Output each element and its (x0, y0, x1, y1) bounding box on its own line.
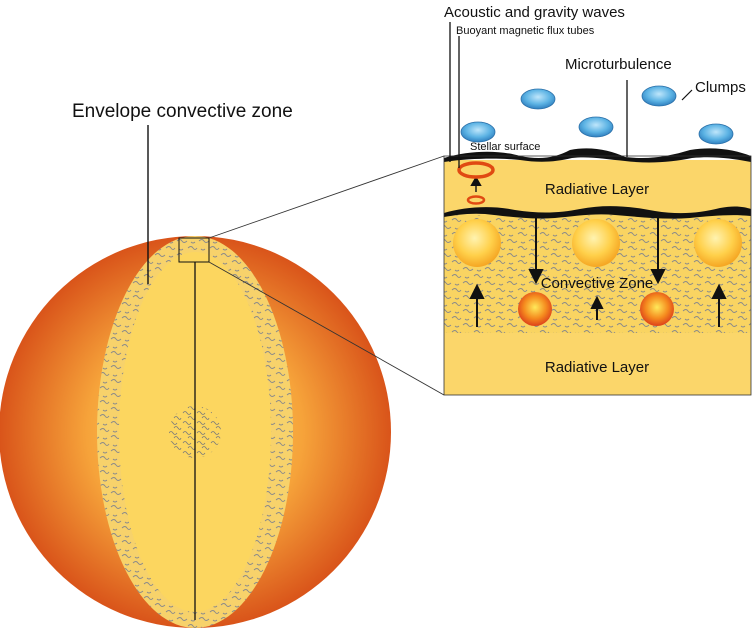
acoustic-waves-label: Acoustic and gravity waves (444, 4, 625, 21)
clumps-pointer (681, 89, 693, 101)
flux-tube-small (466, 195, 486, 205)
radiative-layer-bottom-label: Radiative Layer (545, 359, 649, 376)
zoom-line-top (208, 155, 445, 239)
rising-bubble-3 (694, 219, 742, 267)
clump (698, 123, 734, 145)
radiative-layer-bottom-bg (444, 333, 751, 395)
star (0, 236, 391, 628)
clumps (460, 85, 734, 145)
flux-tube-large (457, 161, 495, 179)
convective-zone-label: Convective Zone (541, 275, 654, 292)
radiative-layer-top-label: Radiative Layer (545, 181, 649, 198)
clumps-label: Clumps (695, 79, 746, 96)
inset-border (443, 155, 752, 396)
clump (520, 88, 556, 110)
convective-boundary-line (444, 206, 751, 219)
clump (460, 121, 496, 143)
microturbulence-label: Microturbulence (565, 56, 672, 73)
radiative-layer-top-bg (444, 160, 751, 215)
sinking-bubble-1 (518, 292, 552, 326)
convection-arrows (469, 175, 727, 327)
envelope-label: Envelope convective zone (72, 101, 293, 122)
zoom-line-bottom (208, 261, 445, 396)
rising-bubble-2 (572, 219, 620, 267)
inset-panel: Radiative Layer Convective Zone Radiativ… (444, 148, 751, 395)
stellar-surface-line (444, 148, 751, 163)
zoom-box (178, 237, 210, 263)
clump (578, 116, 614, 138)
clump (641, 85, 677, 107)
flux-tubes-label: Buoyant magnetic flux tubes (456, 25, 595, 37)
rising-bubble-1 (453, 219, 501, 267)
sinking-bubble-2 (640, 292, 674, 326)
stellar-surface-label: Stellar surface (470, 141, 540, 153)
